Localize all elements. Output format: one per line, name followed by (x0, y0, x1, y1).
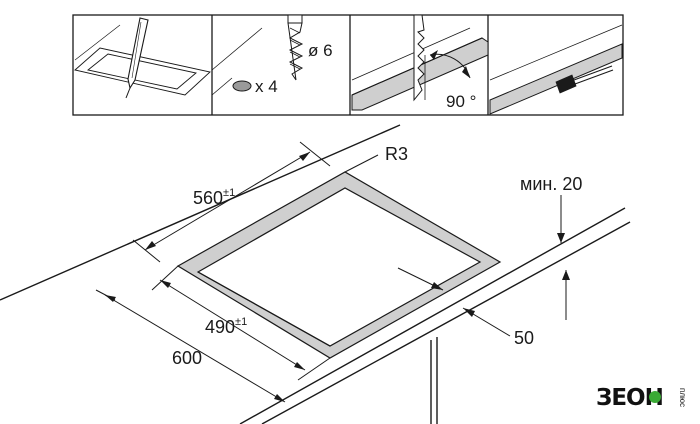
brand-logo-side-text: плюс (678, 388, 687, 407)
instruction-strip (72, 14, 624, 116)
cutout-width-value: 560 (193, 188, 223, 208)
cut-angle-label: 90 ° (446, 92, 476, 111)
front-offset-label: 50 (514, 328, 534, 348)
min-edge-distance-label: мин. 20 (520, 174, 582, 194)
panel-drilling (211, 14, 304, 96)
panel-sealing (489, 24, 623, 115)
radius-label: R3 (385, 144, 408, 164)
drill-bit-icon (287, 14, 304, 81)
cutout-depth-label: 490±1 (205, 316, 247, 337)
worktop (0, 124, 631, 424)
drill-diameter-label: ø 6 (308, 41, 333, 60)
brand-logo-dot-icon (649, 391, 661, 403)
hole-count-label: x 4 (255, 77, 278, 96)
cutout-width-label: 560±1 (193, 187, 235, 208)
cutout-depth-value: 490 (205, 317, 235, 337)
pencil-icon (125, 17, 149, 99)
cutout-width-tolerance: ±1 (223, 187, 235, 199)
panel-marking (74, 17, 211, 99)
dimension-lines (95, 141, 570, 403)
jigsaw-blade-icon (410, 14, 425, 102)
brand-logo: ЗЕОН плюс (596, 385, 687, 411)
cutout-frame (176, 171, 502, 359)
cutout-depth-tolerance: ±1 (235, 316, 247, 328)
hole-icon (232, 80, 252, 92)
worktop-depth-label: 600 (172, 348, 202, 368)
panel-cutting (351, 14, 489, 111)
brush-icon (555, 65, 614, 94)
